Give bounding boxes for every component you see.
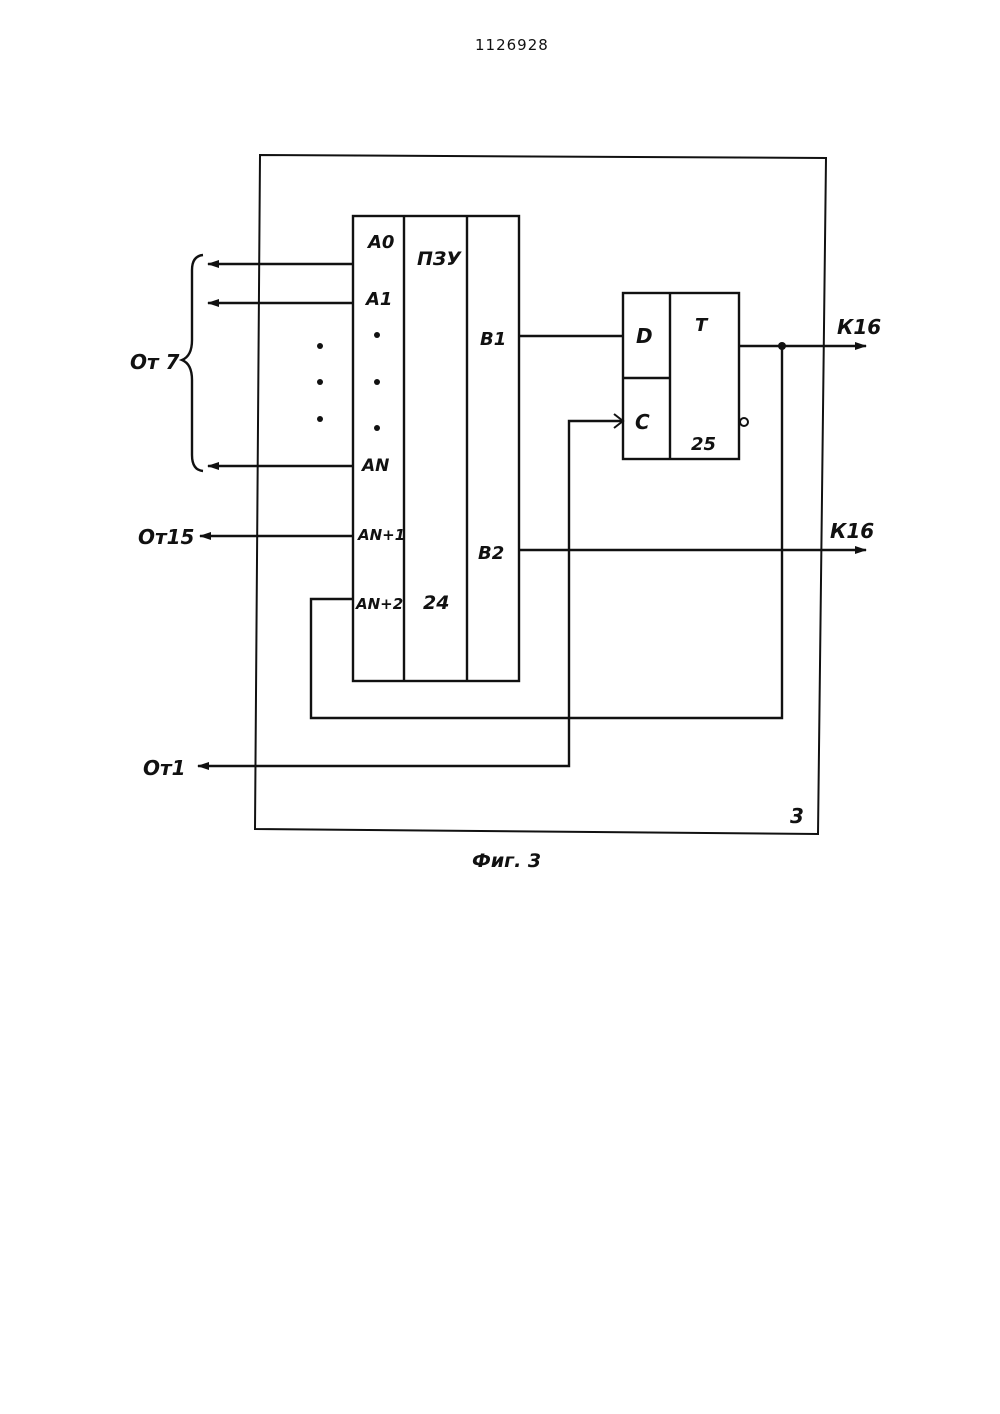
inverted-output-icon [740, 418, 748, 426]
label-to-16-top: К16 [837, 315, 881, 339]
trigger-data-input: D [636, 324, 653, 348]
rom-title: ПЗУ [417, 248, 462, 270]
bus-brace [182, 255, 203, 471]
bus-ellipsis-dot [317, 343, 323, 349]
unit-frame [255, 155, 826, 834]
bus-ellipsis-dot [317, 379, 323, 385]
rom-output-b1: B1 [480, 329, 506, 350]
trigger-clock-input: C [635, 410, 650, 434]
rom-ellipsis-dot [374, 379, 380, 385]
label-to-16-bottom: К16 [830, 519, 874, 543]
figure-caption: Фиг. 3 [472, 850, 541, 872]
rom-input-a0: A0 [366, 232, 394, 253]
rom-input-an: AN [360, 456, 389, 476]
trigger-block [623, 293, 739, 459]
rom-ellipsis-dot [374, 332, 380, 338]
label-from-1: От1 [143, 756, 186, 780]
rom-input-an2: AN+2 [355, 595, 403, 613]
trigger-number: 25 [691, 434, 716, 455]
rom-input-an1: AN+1 [357, 526, 405, 544]
rom-output-b2: B2 [478, 543, 504, 564]
rom-input-a1: A1 [364, 289, 392, 310]
rom-number: 24 [423, 592, 449, 614]
rom-ellipsis-dot [374, 425, 380, 431]
bus-ellipsis-dot [317, 416, 323, 422]
label-from-7: От 7 [130, 350, 180, 374]
label-from-15: От15 [138, 525, 194, 549]
unit-number: 3 [790, 804, 804, 828]
trigger-title: T [695, 315, 709, 336]
wire-clock-from-1 [198, 421, 623, 766]
